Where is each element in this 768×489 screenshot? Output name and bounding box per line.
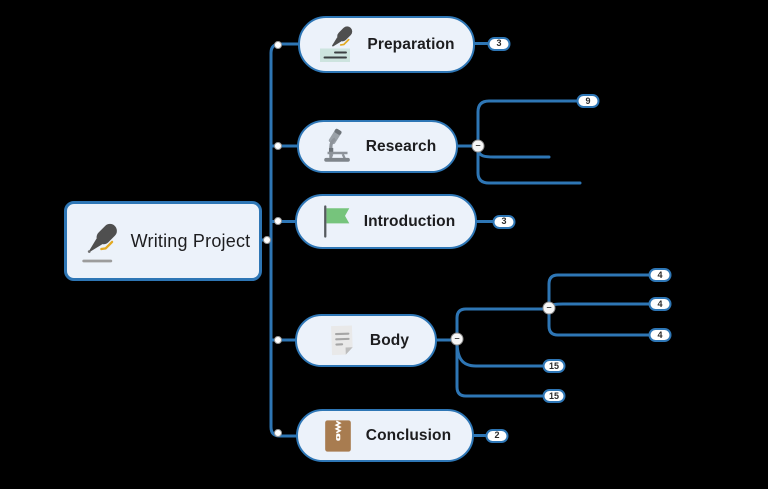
connection-dot: [274, 429, 282, 437]
topic-conclusion[interactable]: Conclusion: [296, 409, 474, 462]
topic-preparation[interactable]: Preparation: [298, 16, 475, 73]
collapsed-count-badge-preparation[interactable]: 3: [487, 36, 511, 51]
document-icon: [323, 322, 361, 360]
collapsed-count-badge-body-child-3[interactable]: 15: [542, 389, 566, 403]
collapse-button-body-subtopic[interactable]: −: [542, 301, 556, 315]
topic-root[interactable]: Writing Project: [64, 201, 262, 281]
collapsed-count-badge-body-sub-2[interactable]: 4: [648, 297, 672, 311]
connection-dot: [274, 142, 282, 150]
topic-label: Introduction: [363, 212, 456, 230]
collapsed-count-badge-body-child-2[interactable]: 15: [542, 359, 566, 373]
collapse-button-body[interactable]: −: [450, 332, 464, 346]
microscope-icon: [319, 128, 357, 166]
connection-dot: [274, 217, 282, 225]
flag-icon: [317, 203, 355, 241]
collapsed-count-badge-conclusion[interactable]: 2: [485, 428, 509, 443]
collapse-button-research[interactable]: −: [471, 139, 485, 153]
topic-introduction[interactable]: Introduction: [295, 194, 477, 249]
marker-pen-icon: [76, 218, 122, 264]
topic-research[interactable]: Research: [297, 120, 458, 173]
topic-body[interactable]: Body: [295, 314, 437, 367]
root-label: Writing Project: [130, 230, 251, 251]
topic-label: Body: [369, 331, 410, 349]
topic-label: Preparation: [367, 35, 455, 53]
collapsed-count-badge-body-sub-3[interactable]: 4: [648, 328, 672, 342]
collapsed-count-badge-introduction[interactable]: 3: [492, 214, 516, 229]
connection-dot: [263, 236, 271, 244]
collapsed-count-badge-body-sub-1[interactable]: 4: [648, 268, 672, 282]
topic-label: Research: [365, 137, 437, 155]
collapsed-count-badge-research-child[interactable]: 9: [576, 94, 600, 108]
topic-label: Conclusion: [365, 426, 452, 444]
zip-archive-icon: [319, 417, 357, 455]
connection-dot: [274, 41, 282, 49]
connection-dot: [274, 336, 282, 344]
pen-and-paper-icon: [318, 25, 358, 65]
